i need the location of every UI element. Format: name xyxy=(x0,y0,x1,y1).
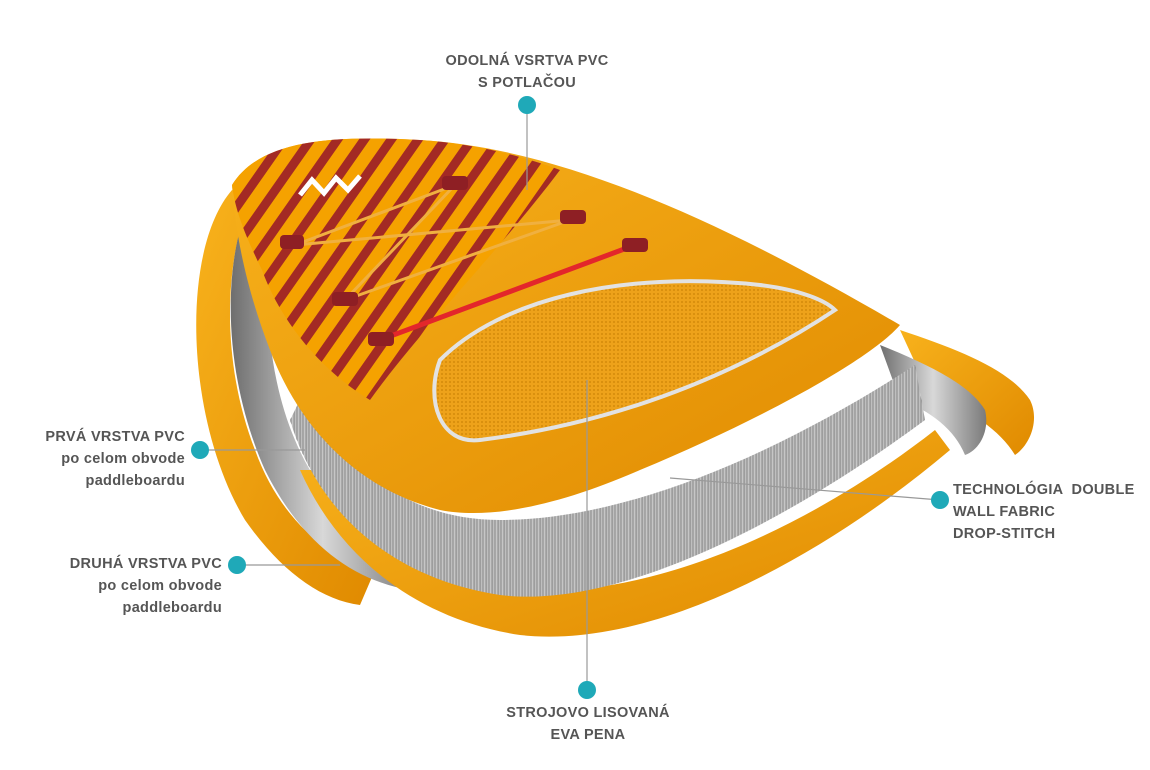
callout-dot-second-layer xyxy=(228,556,246,574)
label-first-layer-line3: paddleboardu xyxy=(85,473,185,489)
callout-lines xyxy=(200,105,941,690)
bungee-cords xyxy=(294,183,571,302)
label-eva-line1: STROJOVO LISOVANÁ xyxy=(506,705,670,721)
label-top-line2: S POTLAČOU xyxy=(477,75,577,91)
callout-dot-technology xyxy=(931,491,949,509)
second-pvc-layer xyxy=(196,190,375,605)
label-top: ODOLNÁ VSRTVA PVC S POTLAČOU xyxy=(420,50,634,94)
drop-stitch-core xyxy=(290,365,925,597)
red-strap xyxy=(379,242,636,343)
label-eva-line2: EVA PENA xyxy=(550,727,626,743)
label-technology-line2: WALL FABRIC xyxy=(953,504,1056,520)
printed-nose xyxy=(232,138,560,400)
eva-foam-pad xyxy=(432,279,839,443)
label-second-layer-line2: po celom obvode xyxy=(98,578,222,594)
label-top-line1: ODOLNÁ VSRTVA PVC xyxy=(445,53,609,69)
callout-dot-top xyxy=(518,96,536,114)
label-technology-line3: DROP-STITCH xyxy=(953,526,1056,542)
label-second-layer-line1: DRUHÁ VRSTVA PVC xyxy=(69,556,222,572)
label-first-layer-line1: PRVÁ VRSTVA PVC xyxy=(45,429,185,445)
deck-rings xyxy=(280,176,648,346)
callout-dot-eva xyxy=(578,681,596,699)
callout-dots xyxy=(191,96,949,699)
label-technology: TECHNOLÓGIA DOUBLE WALL FABRIC DROP-STIT… xyxy=(953,479,1145,545)
aqua-marina-logo xyxy=(298,174,362,197)
label-first-layer-line2: po celom obvode xyxy=(61,451,185,467)
callout-dot-first-layer xyxy=(191,441,209,459)
label-technology-line1: TECHNOLÓGIA DOUBLE xyxy=(953,482,1135,498)
label-eva: STROJOVO LISOVANÁ EVA PENA xyxy=(488,702,688,746)
label-second-layer: DRUHÁ VRSTVA PVC po celom obvode paddleb… xyxy=(30,553,222,619)
label-second-layer-line3: paddleboardu xyxy=(122,600,222,616)
label-first-layer: PRVÁ VRSTVA PVC po celom obvode paddlebo… xyxy=(10,426,185,492)
